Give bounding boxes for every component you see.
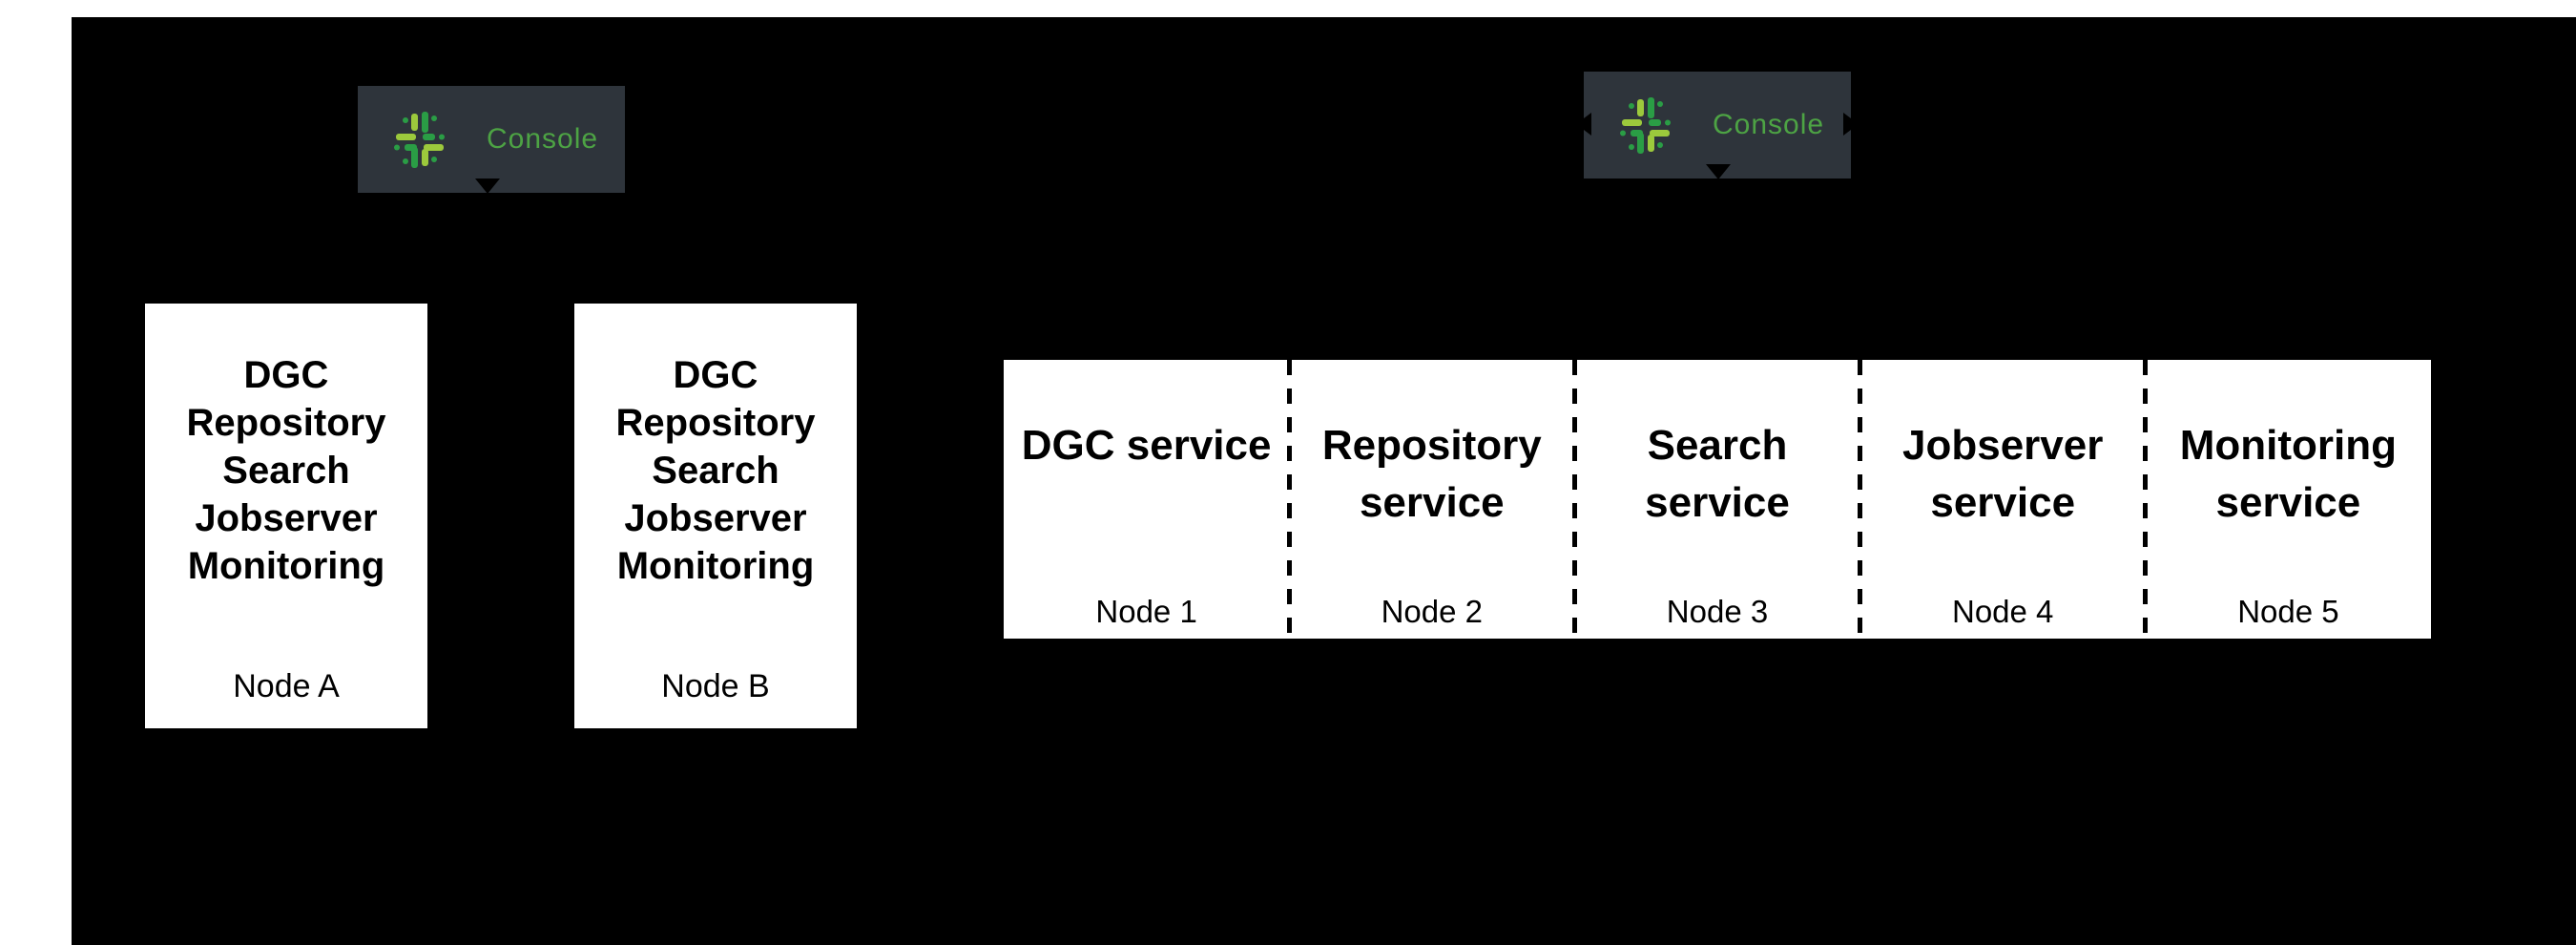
service-list: DGC Repository Search Jobserver Monitori… bbox=[187, 351, 386, 590]
arrowhead-left-icon bbox=[1576, 113, 1591, 136]
dashed-divider bbox=[2143, 360, 2148, 639]
node-label: Node 2 bbox=[1381, 594, 1484, 629]
node-label: Node 5 bbox=[2237, 594, 2339, 629]
service-list-item: Monitoring bbox=[616, 545, 815, 587]
service-list-item: Search bbox=[652, 450, 779, 492]
console-badge-right: Console bbox=[1584, 72, 1851, 178]
service-name: DGC service bbox=[1021, 422, 1272, 469]
service-list-item: Monitoring bbox=[187, 545, 385, 587]
arrowhead-down-icon bbox=[475, 178, 500, 194]
node-label: Node 1 bbox=[1095, 594, 1197, 629]
service-name: Search service bbox=[1645, 422, 1790, 526]
service-list-item: DGC bbox=[673, 354, 758, 396]
dashed-divider bbox=[1287, 360, 1292, 639]
service-name: Monitoring service bbox=[2179, 422, 2398, 526]
service-list-item: Jobserver bbox=[624, 497, 807, 539]
node-label: Node 4 bbox=[1952, 594, 2054, 629]
service-list-item: Search bbox=[222, 450, 350, 492]
service-cell-jobserver: Jobserver service Node 4 bbox=[1860, 360, 2146, 639]
service-cell-dgc: DGC service Node 1 bbox=[1004, 360, 1289, 639]
arrowhead-right-icon bbox=[1843, 113, 1859, 136]
console-badge-left: Console bbox=[358, 86, 625, 193]
node-label: Node A bbox=[233, 668, 340, 704]
node-label: Node 3 bbox=[1666, 594, 1769, 629]
service-cell-search: Search service Node 3 bbox=[1574, 360, 1859, 639]
console-logo-icon bbox=[1620, 97, 1671, 154]
service-list-item: DGC bbox=[243, 354, 329, 396]
console-label: Console bbox=[1713, 109, 1825, 140]
console-logo-icon bbox=[394, 112, 445, 168]
node-a-box: DGC Repository Search Jobserver Monitori… bbox=[145, 304, 427, 728]
arrowhead-down-icon bbox=[1706, 164, 1731, 179]
console-label: Console bbox=[487, 123, 599, 155]
service-name: Repository service bbox=[1321, 422, 1542, 526]
service-list-item: Repository bbox=[186, 402, 386, 444]
service-cell-repository: Repository service Node 2 bbox=[1289, 360, 1574, 639]
node-label: Node B bbox=[661, 668, 770, 704]
dashed-divider bbox=[1858, 360, 1862, 639]
service-row: DGC service Node 1 Repository service No… bbox=[1004, 360, 2431, 639]
node-b-box: DGC Repository Search Jobserver Monitori… bbox=[574, 304, 857, 728]
dashed-divider bbox=[1572, 360, 1577, 639]
service-name: Jobserver service bbox=[1902, 422, 2104, 526]
service-list-item: Repository bbox=[615, 402, 816, 444]
service-cell-monitoring: Monitoring service Node 5 bbox=[2146, 360, 2431, 639]
service-list: DGC Repository Search Jobserver Monitori… bbox=[616, 351, 816, 590]
service-list-item: Jobserver bbox=[195, 497, 378, 539]
